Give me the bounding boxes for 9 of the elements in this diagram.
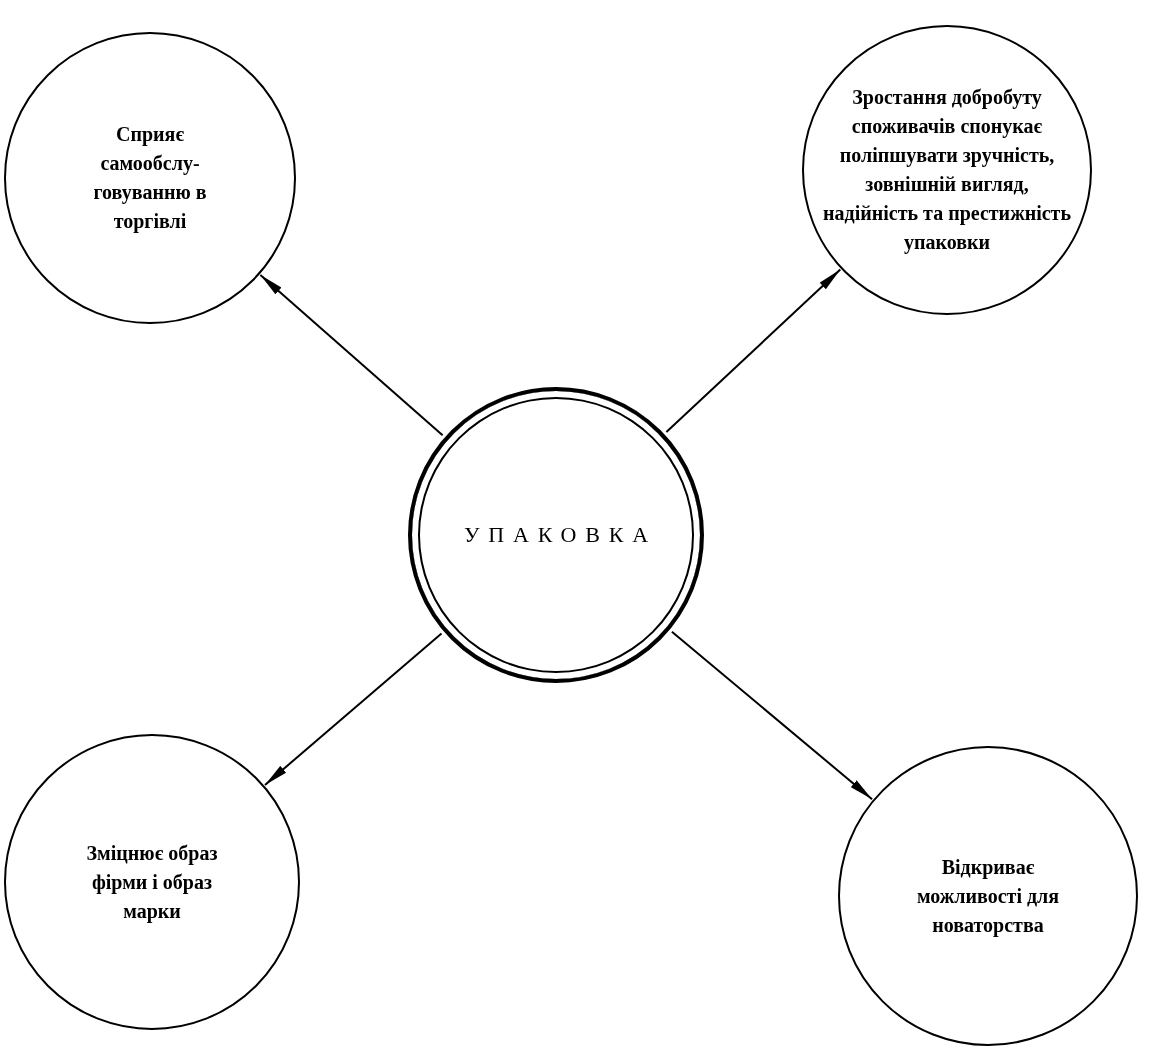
arrow — [670, 630, 874, 801]
node-text: Зміцнює образ фірми і образ марки — [85, 840, 219, 925]
node-text: Зростання добробуту споживачів спонукає поліпшувати зручність, зовнішній вигляд, надійність та престижність упаковки — [822, 85, 1072, 256]
arrow — [665, 268, 842, 433]
node-title: УПАКОВКА — [462, 524, 657, 546]
arrow — [259, 274, 444, 437]
node-text: Відкриває можливості для новаторства — [915, 854, 1061, 939]
arrow — [264, 632, 443, 786]
node-text: Сприяє самообслу- говуванню в торгівлі — [92, 122, 208, 235]
